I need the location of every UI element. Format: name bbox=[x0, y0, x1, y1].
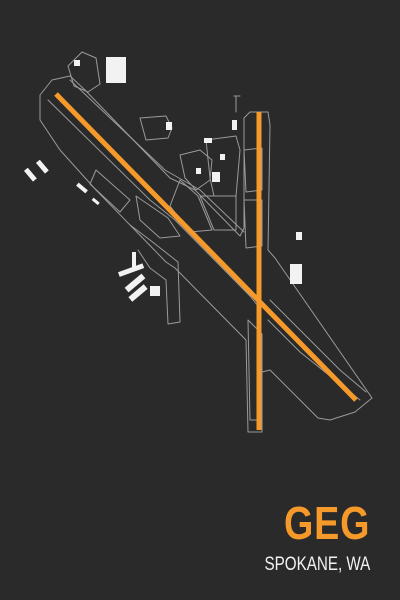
taxiway-inner-diagonal-d bbox=[269, 299, 367, 393]
buildings bbox=[23, 57, 302, 302]
building-east-a bbox=[296, 232, 302, 240]
building-cargo-1 bbox=[118, 263, 145, 277]
taxiway-inner-diagonal-a bbox=[47, 99, 259, 307]
taxiway-inner-diagonal-b bbox=[69, 79, 245, 233]
taxiway-lower-left bbox=[129, 224, 181, 325]
building-west-4 bbox=[91, 197, 100, 206]
taxiway-mid-spur bbox=[135, 195, 181, 239]
building-east-tower bbox=[232, 120, 237, 130]
building-west-3 bbox=[76, 182, 88, 194]
building-east-b bbox=[290, 264, 302, 284]
airport-city: SPOKANE, WA bbox=[264, 554, 370, 575]
building-cargo-5 bbox=[150, 286, 160, 296]
taxiway-outline-main bbox=[39, 75, 373, 433]
building-west-2 bbox=[35, 159, 49, 174]
terminal-block-d bbox=[199, 195, 237, 231]
taxiway-network bbox=[39, 51, 373, 433]
building-terminal-e bbox=[220, 154, 225, 160]
taxiway-east-block-a bbox=[243, 147, 263, 193]
apron-northwest bbox=[67, 51, 101, 93]
airport-code: GEG bbox=[283, 497, 370, 549]
runway-diagonal bbox=[54, 92, 358, 402]
taxiway-east-block-b bbox=[243, 199, 263, 249]
building-cargo-4 bbox=[132, 252, 136, 268]
building-small-north bbox=[74, 60, 80, 66]
taxiway-west-spur bbox=[89, 169, 131, 213]
building-terminal-a bbox=[166, 122, 172, 130]
building-terminal-d bbox=[196, 168, 201, 174]
runways bbox=[54, 92, 358, 430]
building-terminal-b bbox=[204, 138, 212, 143]
building-terminal-c bbox=[212, 172, 220, 182]
terminal-block-a bbox=[139, 115, 173, 141]
access-road-north bbox=[233, 95, 241, 113]
building-cargo-3 bbox=[128, 284, 148, 302]
building-hangar-north bbox=[106, 57, 126, 83]
building-cargo-2 bbox=[124, 273, 146, 293]
building-west-1 bbox=[23, 167, 37, 182]
terminal-block-e bbox=[169, 179, 213, 233]
